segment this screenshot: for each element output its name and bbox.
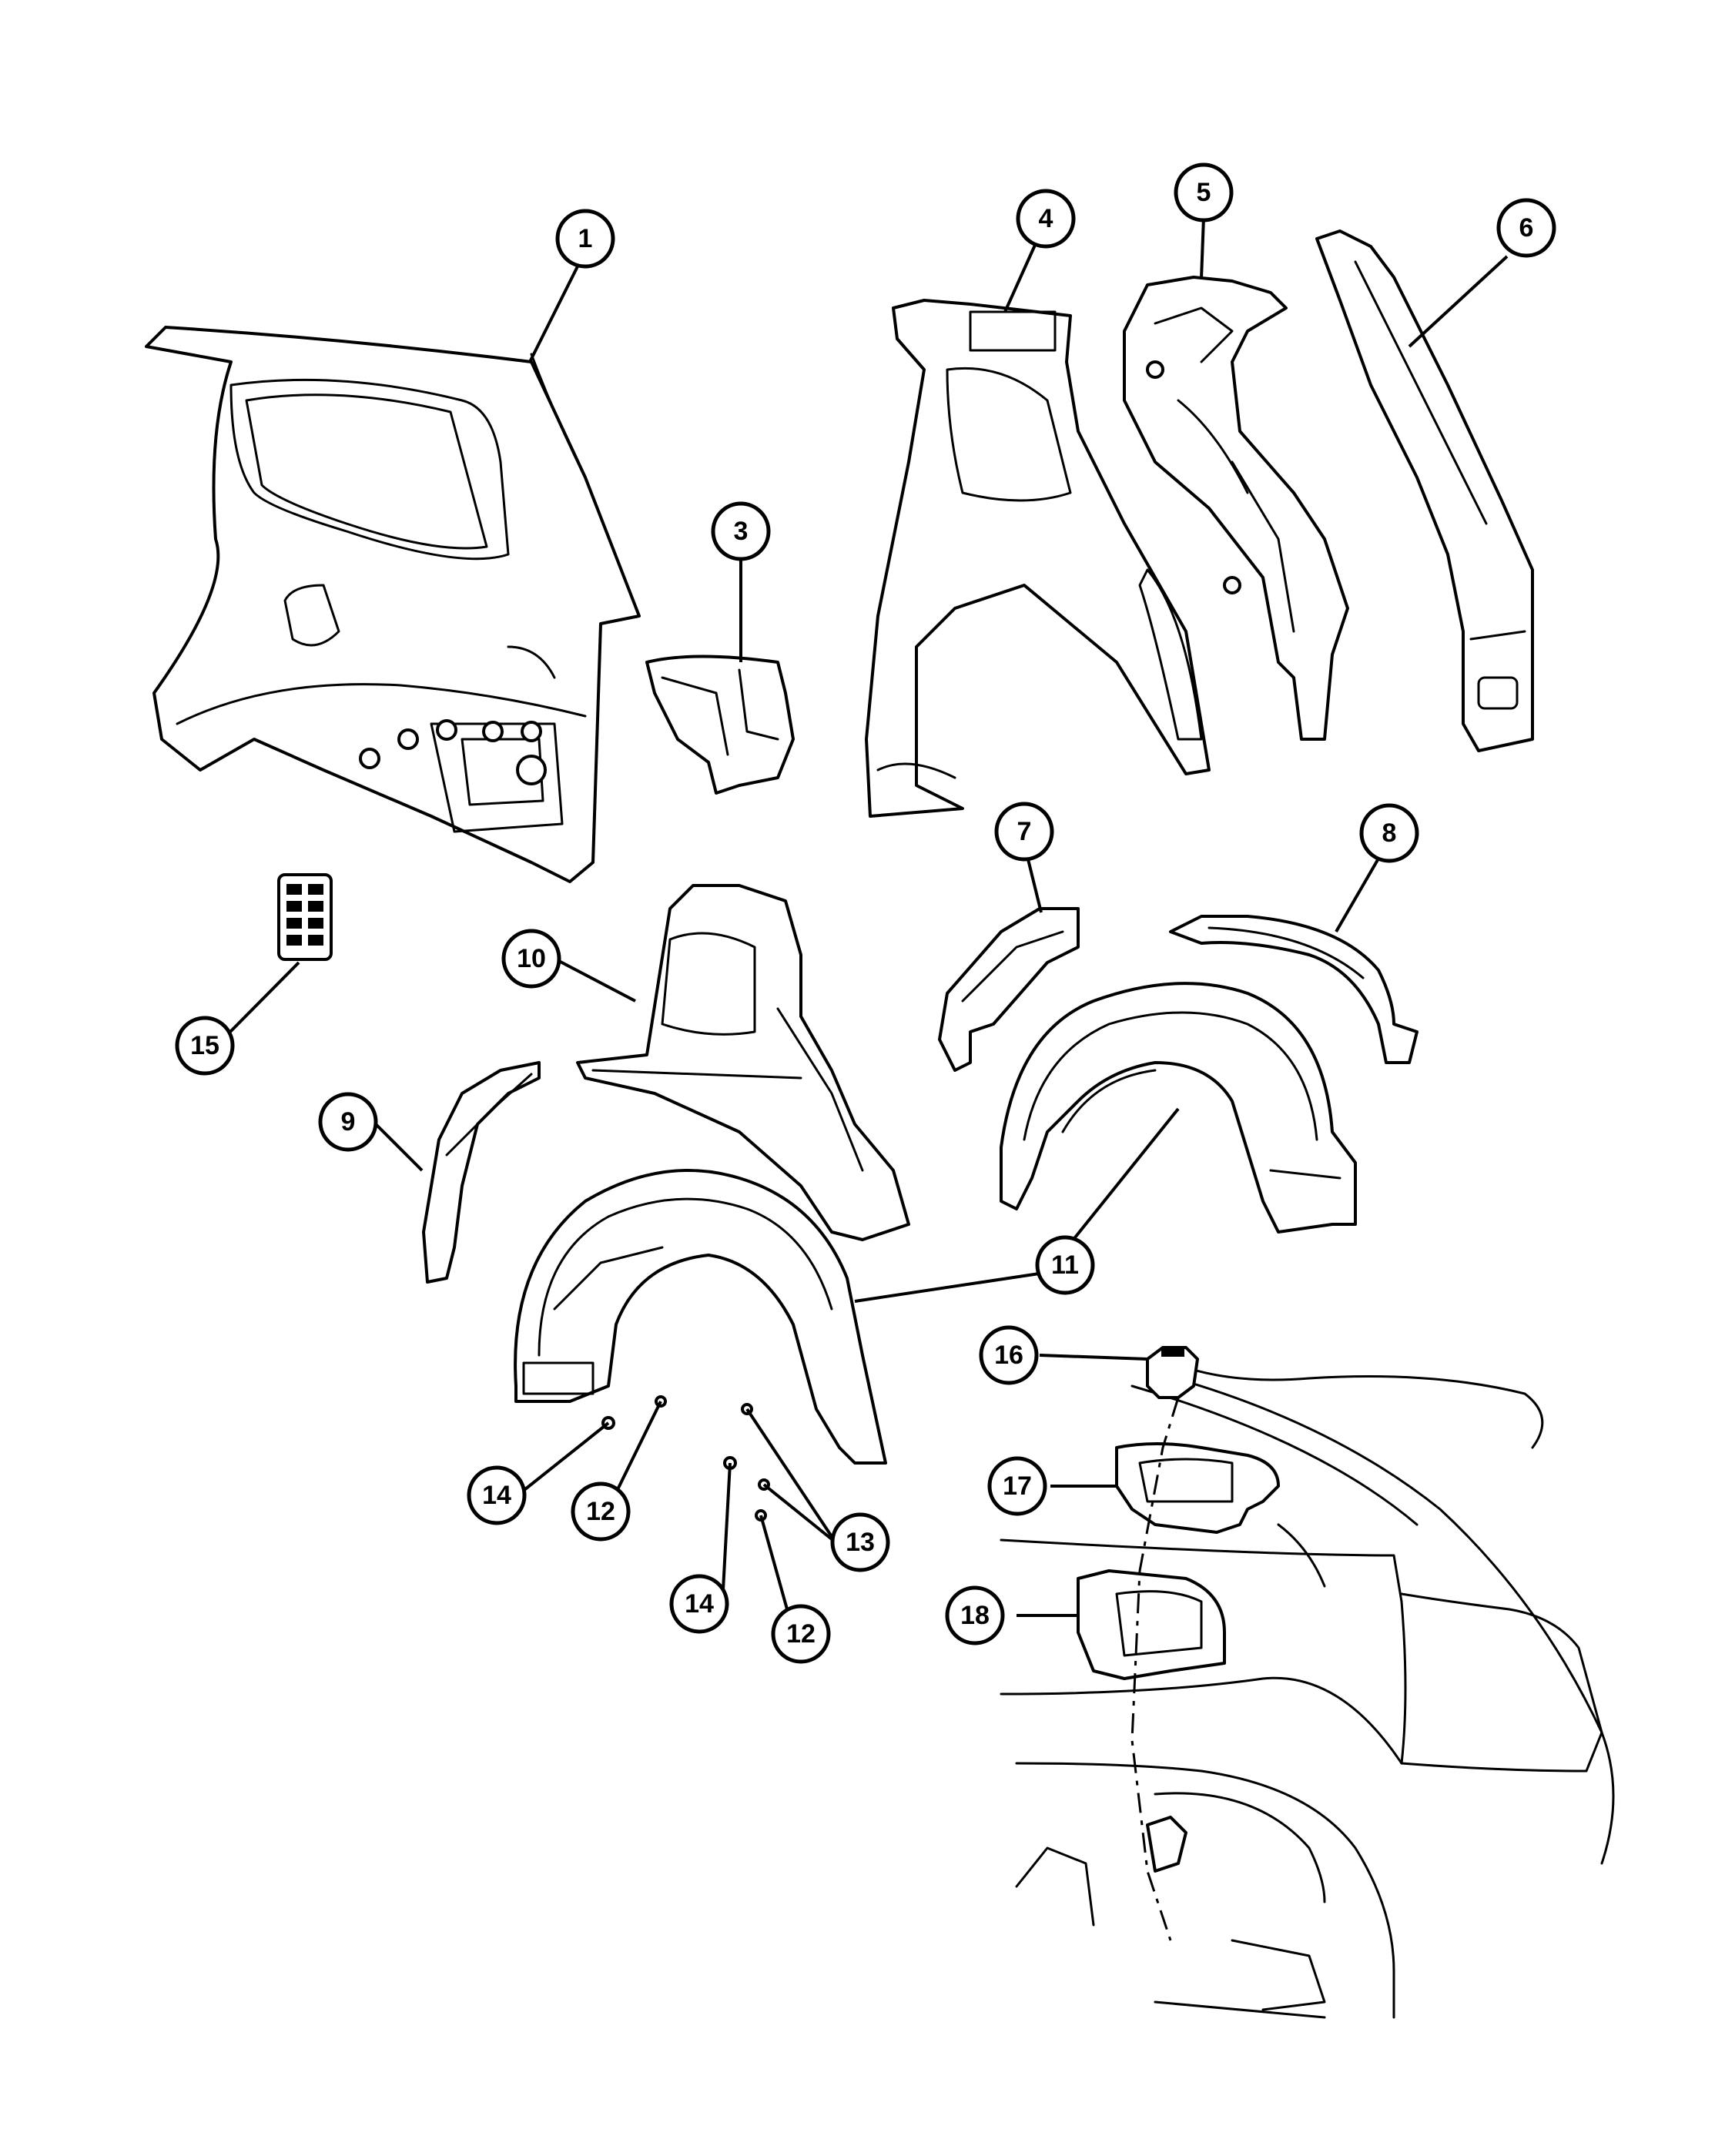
callout-12-lower: 12 [771, 1604, 831, 1664]
callout-1: 1 [555, 209, 615, 269]
part-15-vent [277, 873, 333, 961]
callout-14-lower: 14 [669, 1574, 729, 1634]
callout-label: 13 [846, 1528, 875, 1557]
callout-13: 13 [830, 1512, 890, 1572]
part-7-panel [938, 907, 1080, 1072]
part-4-inner-panel [865, 299, 1211, 818]
vehicle-rear-view [1000, 1346, 1615, 2019]
callout-12-upper: 12 [571, 1481, 631, 1542]
callout-14-upper: 14 [467, 1465, 527, 1525]
callout-16: 16 [979, 1325, 1039, 1385]
part-9-bracket [422, 1061, 541, 1284]
part-8-wheelhouse-outer [1169, 915, 1419, 1064]
callout-18: 18 [945, 1585, 1005, 1645]
part-10-inner-quarter [576, 884, 910, 1241]
callout-label: 5 [1197, 178, 1211, 207]
part-11-liner-right [1000, 982, 1357, 1234]
callout-label: 7 [1017, 817, 1032, 846]
callout-label: 14 [482, 1481, 511, 1510]
callout-label: 12 [586, 1497, 615, 1526]
callout-label: 4 [1039, 204, 1053, 233]
callout-label: 18 [960, 1601, 990, 1630]
callout-label: 15 [190, 1031, 219, 1060]
callout-label: 8 [1382, 819, 1397, 848]
callout-label: 16 [994, 1341, 1023, 1370]
callout-11: 11 [1035, 1235, 1095, 1295]
callout-4: 4 [1016, 189, 1076, 249]
callout-3: 3 [711, 501, 771, 561]
part-11-liner-left [514, 1169, 887, 1465]
callout-6: 6 [1496, 198, 1556, 258]
callout-label: 1 [578, 224, 593, 253]
callout-label: 3 [734, 517, 749, 546]
callout-15: 15 [175, 1016, 235, 1076]
callout-7: 7 [994, 802, 1054, 862]
callout-8: 8 [1359, 803, 1419, 863]
callout-label: 12 [786, 1619, 816, 1649]
callout-9: 9 [318, 1092, 378, 1152]
callout-5: 5 [1174, 162, 1234, 223]
callout-label: 17 [1003, 1471, 1032, 1501]
callout-label: 6 [1519, 213, 1534, 243]
part-1-quarter-panel [145, 326, 641, 883]
callout-label: 14 [685, 1589, 714, 1619]
callout-label: 9 [341, 1107, 356, 1137]
callout-10: 10 [501, 929, 561, 989]
part-6-reinforcement [1315, 229, 1534, 752]
leader-lines [225, 216, 1509, 1635]
callout-17: 17 [987, 1456, 1047, 1516]
callout-label: 10 [517, 944, 546, 973]
callout-label: 11 [1051, 1250, 1079, 1280]
part-3-bracket [645, 654, 795, 795]
part-5-pillar [1123, 276, 1349, 741]
